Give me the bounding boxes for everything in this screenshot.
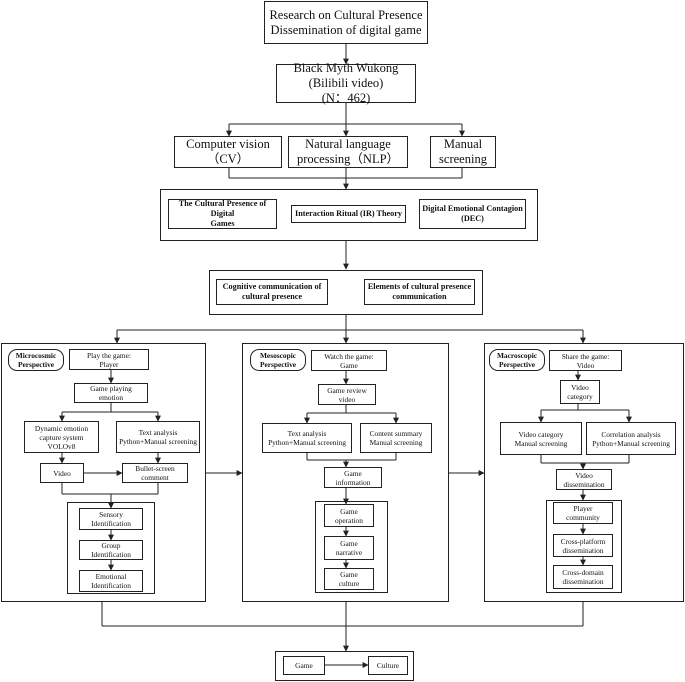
macro-dissemination-group (546, 500, 622, 593)
meso-narrative-box: Game narrative (324, 536, 374, 560)
micro-play-game-box: Play the game: Player (69, 349, 149, 370)
micro-bullet-comment-box: Bullet-screen comment (122, 463, 188, 483)
macro-correlation-analysis-box: Correlation analysis Python+Manual scree… (586, 422, 676, 455)
micro-group-box: Group Identification (79, 540, 143, 560)
micro-emotion-box: Game playing emotion (74, 383, 148, 403)
method-manual-box: Manual screening (430, 136, 496, 168)
research-title-box: Research on Cultural Presence Disseminat… (264, 1, 428, 44)
outcome-game-box: Game (283, 656, 325, 675)
theory-interaction-ritual-box: Interaction Ritual (IR) Theory (291, 205, 406, 223)
micro-panel (1, 343, 206, 602)
framework-container (209, 270, 483, 315)
macro-panel (484, 343, 684, 602)
method-cv-box: Computer vision （CV） (174, 136, 282, 168)
elements-communication-box: Elements of cultural presence communicat… (364, 279, 475, 305)
micro-sensory-box: Sensory Identification (79, 508, 143, 530)
outcome-container (275, 651, 414, 681)
macro-cross-domain-box: Cross-domain dissemination (553, 565, 613, 589)
meso-game-information-box: Game information (324, 467, 382, 488)
micro-text-analysis-box: Text analysis Python+Manual screening (116, 421, 200, 453)
meso-game-group (315, 501, 388, 593)
micro-emotional-box: Emotional Identification (79, 570, 143, 592)
macro-category-screening-box: Video category Manual screening (500, 422, 582, 455)
micro-identification-group (67, 502, 155, 594)
meso-culture-box: Game culture (324, 568, 374, 590)
meso-text-analysis-box: Text analysis Python+Manual screening (262, 423, 352, 453)
macro-cross-platform-box: Cross-platform dissemination (553, 534, 613, 557)
meso-watch-game-box: Watch the game: Game (311, 350, 387, 371)
outcome-culture-box: Culture (368, 656, 408, 675)
micro-perspective-label: Microcosmic Perspective (8, 349, 64, 371)
data-source-box: Black Myth Wukong (Bilibili video) (N：46… (276, 61, 416, 105)
micro-capture-system-box: Dynamic emotion capture system VOLOv8 (24, 421, 99, 453)
cognitive-communication-box: Cognitive communication of cultural pres… (216, 279, 328, 305)
macro-share-game-box: Share the game: Video (549, 350, 622, 371)
meso-panel (242, 343, 449, 602)
meso-operation-box: Game operation (324, 504, 374, 527)
method-nlp-box: Natural language processing（NLP） (288, 136, 408, 168)
meso-review-video-box: Game review video (318, 384, 376, 405)
meso-perspective-label: Mesoscopic Perspective (250, 349, 306, 371)
macro-player-community-box: Player community (553, 502, 613, 524)
theories-container (160, 189, 538, 241)
macro-video-category-box: Video category (560, 380, 600, 404)
meso-content-summary-box: Content summary Manual screening (360, 423, 432, 453)
theory-emotional-contagion-box: Digital Emotional Contagion (DEC) (419, 199, 526, 229)
micro-video-box: Video (40, 463, 84, 483)
theory-cultural-presence-box: The Cultural Presence of Digital Games (168, 199, 277, 229)
macro-video-dissemination-box: Video dissemination (556, 469, 612, 490)
macro-perspective-label: Macroscopic Perspective (489, 349, 545, 371)
